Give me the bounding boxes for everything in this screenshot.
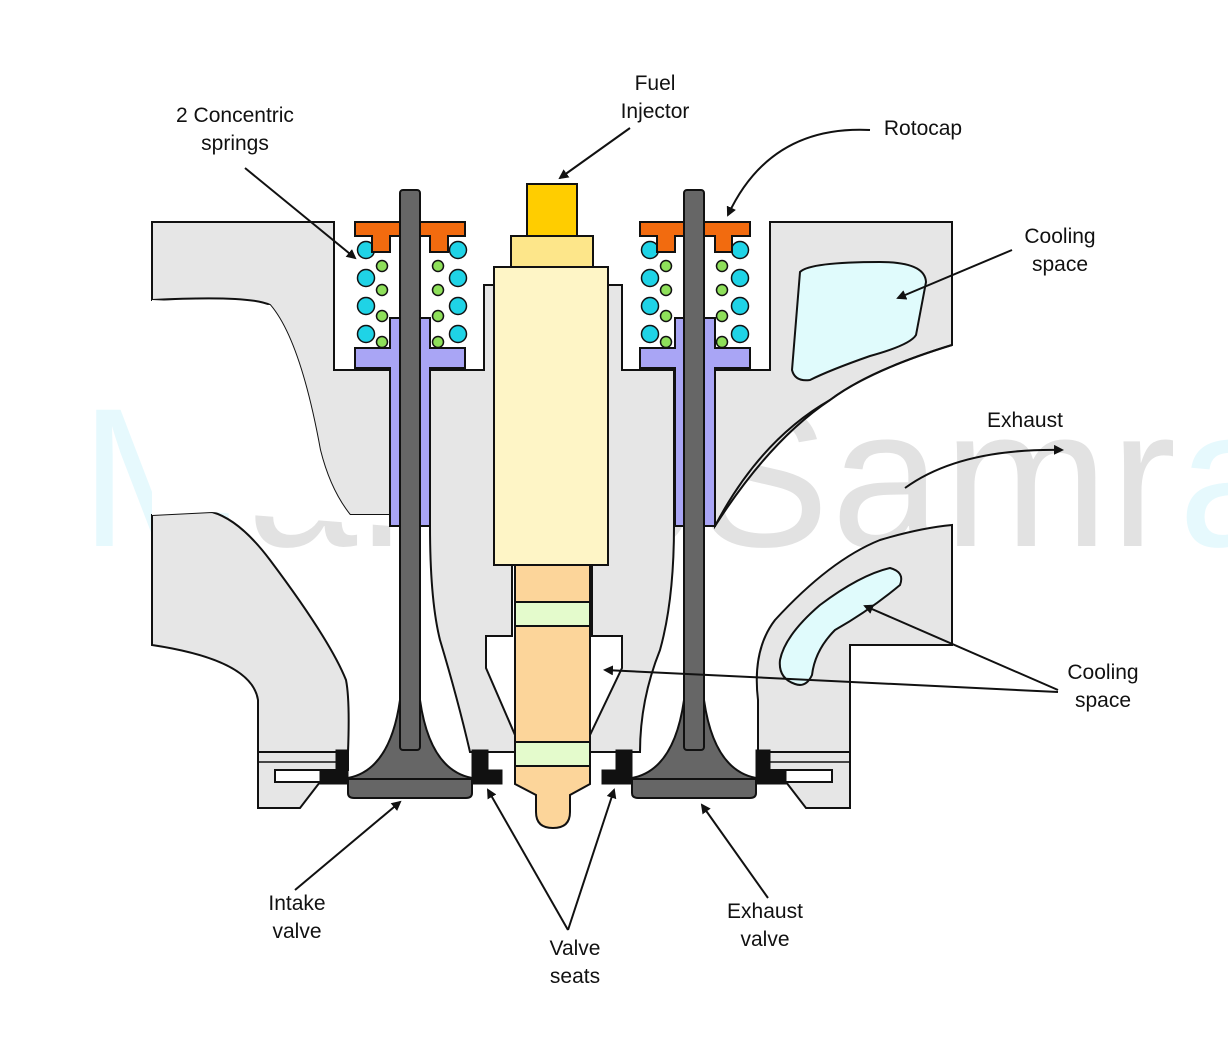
cooling-space-bottom [778,566,903,686]
nozzle-band-lower [514,741,591,767]
exhaust-valve-stem [683,189,705,751]
fuel-injector-body [493,266,609,566]
cooling-space-top [790,260,928,382]
fuel-injector-collar [510,235,594,269]
head-left-lower [151,510,350,753]
fuel-injector-cap [526,183,578,238]
exhaust-valve-seat-left [601,749,633,785]
intake-valve-stem [399,189,421,751]
head-left-intake-port-wall [152,300,390,526]
exhaust-port-edge [714,344,953,527]
exhaust-rotocap [639,221,751,253]
label-concentric-springs: 2 Concentric springs [176,104,294,155]
watermark-last-letters: aj [1178,367,1228,588]
exhaust-flow-arrow [904,444,1064,489]
label-exhaust: Exhaust [987,409,1063,432]
head-right-lower [755,523,953,753]
label-cooling-space-bottom: Cooling space [1067,661,1139,712]
exhaust-valve-seat-right [755,749,787,785]
nozzle-band-upper [514,601,591,627]
label-intake-valve: Intake valve [268,892,326,943]
intake-valve-seat-right [471,749,503,785]
label-cooling-space-top: Cooling space [1024,225,1096,276]
leader-lines [244,127,1059,931]
label-rotocap: Rotocap [883,117,963,140]
intake-valve-seat-left [319,749,349,785]
label-valve-seats: Valve seats [549,937,601,988]
head-center-block-right [589,284,675,753]
intake-rotocap [354,221,466,253]
label-exhaust-valve: Exhaust valve [727,900,803,951]
label-fuel-injector: Fuel Injector [620,72,690,123]
